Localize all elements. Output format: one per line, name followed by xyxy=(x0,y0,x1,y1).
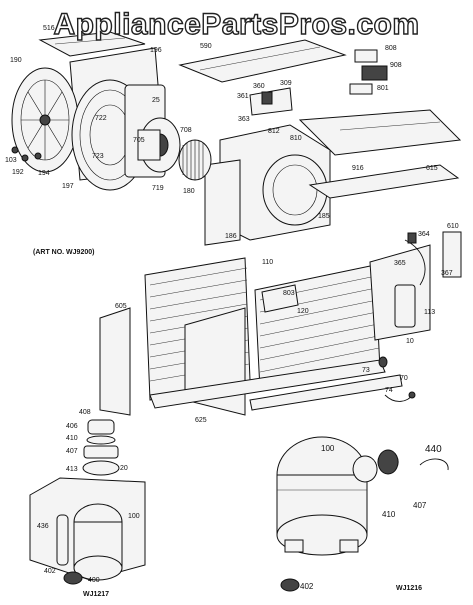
caption-wj1217: WJ1217 xyxy=(83,591,109,598)
label-402-left: 402 xyxy=(44,568,56,575)
label-110: 110 xyxy=(262,259,273,266)
label-723: 723 xyxy=(92,153,104,160)
side-panel-605 xyxy=(99,307,131,416)
label-400: 400 xyxy=(88,577,100,584)
label-364: 364 xyxy=(418,231,430,238)
label-367: 367 xyxy=(441,270,453,277)
label-610: 610 xyxy=(447,223,459,230)
base-rail xyxy=(149,359,403,411)
label-810: 810 xyxy=(290,135,302,142)
terminal-parts-left xyxy=(82,419,120,476)
base-pan xyxy=(298,109,462,199)
label-185: 185 xyxy=(318,213,330,220)
terminal-cover-right xyxy=(352,449,449,483)
label-406: 406 xyxy=(66,423,78,430)
label-365: 365 xyxy=(394,260,406,267)
label-192: 192 xyxy=(12,169,24,176)
label-722: 722 xyxy=(95,115,107,122)
label-363: 363 xyxy=(238,116,250,123)
label-113: 113 xyxy=(424,309,435,316)
label-25: 25 xyxy=(152,97,160,104)
label-402-right: 402 xyxy=(300,582,314,591)
label-20: 20 xyxy=(120,465,128,472)
label-615: 615 xyxy=(426,165,438,172)
label-916: 916 xyxy=(352,165,364,172)
screws xyxy=(11,146,42,162)
small-fittings xyxy=(378,356,416,402)
label-908: 908 xyxy=(390,62,402,69)
label-440: 440 xyxy=(425,444,442,455)
top-cover-panel xyxy=(38,31,146,57)
label-10: 10 xyxy=(406,338,414,345)
blower-wheel xyxy=(178,139,212,181)
label-180: 180 xyxy=(183,188,195,195)
label-410: 410 xyxy=(66,435,78,442)
caption-wj1216: WJ1216 xyxy=(396,585,422,592)
label-625: 625 xyxy=(195,417,207,424)
label-436: 436 xyxy=(37,523,49,530)
label-120: 120 xyxy=(297,308,309,315)
label-100-left: 100 xyxy=(128,513,140,520)
label-186: 186 xyxy=(225,233,237,240)
watermark: AppliancePartsPros.com xyxy=(53,7,420,41)
label-590: 590 xyxy=(200,43,212,50)
top-cover-590 xyxy=(178,39,347,83)
label-803: 803 xyxy=(283,290,295,297)
label-190: 190 xyxy=(10,57,22,64)
label-309: 309 xyxy=(280,80,292,87)
compressor-left xyxy=(29,477,146,585)
label-74: 74 xyxy=(385,387,393,394)
art-number: (ART NO. WJ9200) xyxy=(33,249,94,256)
label-708: 708 xyxy=(180,127,192,134)
label-73: 73 xyxy=(362,367,370,374)
label-100-right: 100 xyxy=(321,444,335,453)
switch-assembly xyxy=(249,87,293,116)
label-407-right: 407 xyxy=(413,501,427,510)
label-705: 705 xyxy=(133,137,145,144)
bracket-803 xyxy=(261,284,299,313)
compressor-right xyxy=(276,436,368,592)
label-408: 408 xyxy=(79,409,91,416)
label-719: 719 xyxy=(152,185,164,192)
capacitor-assembly xyxy=(369,231,462,341)
label-516: 516 xyxy=(43,25,55,32)
label-197: 197 xyxy=(62,183,74,190)
label-410-right: 410 xyxy=(382,510,396,519)
label-70: 70 xyxy=(400,375,408,382)
label-801: 801 xyxy=(377,85,389,92)
scroll-housing xyxy=(204,124,331,246)
label-812: 812 xyxy=(268,128,280,135)
label-360: 360 xyxy=(253,83,265,90)
label-103: 103 xyxy=(5,157,17,164)
fan-motor xyxy=(137,117,181,173)
label-361: 361 xyxy=(237,93,249,100)
label-407: 407 xyxy=(66,448,78,455)
control-brackets xyxy=(349,49,388,95)
label-196: 196 xyxy=(150,47,162,54)
label-605: 605 xyxy=(115,303,127,310)
label-413: 413 xyxy=(66,466,78,473)
label-808: 808 xyxy=(385,45,397,52)
label-194: 194 xyxy=(38,170,50,177)
